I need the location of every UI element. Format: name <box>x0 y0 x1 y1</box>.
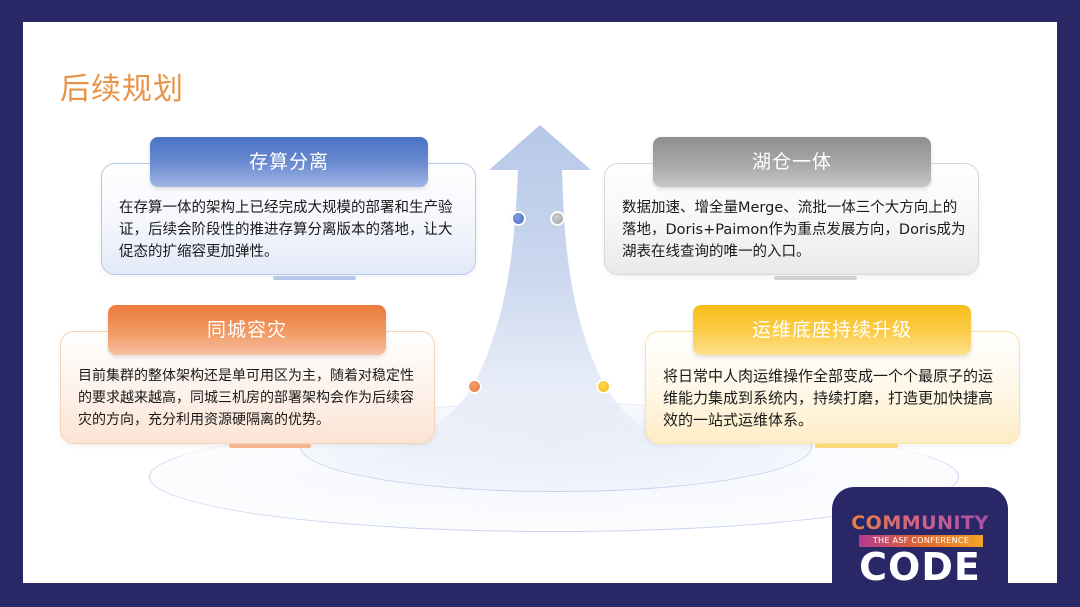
marker-dot-blue <box>511 211 526 226</box>
card-bottom-tab <box>774 276 857 280</box>
card-title: 存算分离 <box>248 151 329 173</box>
card-description: 目前集群的整体架构还是单可用区为主，随着对稳定性的要求越来越高，同城三机房的部署… <box>78 368 414 428</box>
card-title: 湖仓一体 <box>751 151 832 173</box>
card-title-bar: 同城容灾 <box>108 305 386 355</box>
card-description: 将日常中人肉运维操作全部变成一个个最原子的运维能力集成到系统内，持续打磨，打造更… <box>663 367 994 429</box>
marker-dot-gray <box>550 211 565 226</box>
growth-arrow-icon <box>353 125 723 467</box>
card-title-bar: 运维底座持续升级 <box>693 305 971 355</box>
card-description: 在存算一体的架构上已经完成大规模的部署和生产验证，后续会阶段性的推进存算分离版本… <box>119 200 453 260</box>
community-over-code-logo: COMMUNITY THE ASF CONFERENCE CODE <box>832 487 1008 607</box>
logo-code-text: CODE <box>859 545 981 589</box>
logo-community-text: COMMUNITY <box>832 512 1008 534</box>
card-title: 同城容灾 <box>206 319 287 341</box>
card-bottom-tab <box>815 444 898 448</box>
card-bottom-tab <box>273 276 356 280</box>
marker-dot-orange <box>467 379 482 394</box>
page-title: 后续规划 <box>60 72 184 107</box>
marker-dot-yellow <box>596 379 611 394</box>
card-bottom-tab <box>229 444 311 448</box>
slide-canvas: 后续规划 存算分离 在存算一体的架构上已经完成大规模的部署和生产验证，后续会阶段… <box>23 22 1057 583</box>
card-title-bar: 存算分离 <box>150 137 428 187</box>
card-description: 数据加速、增全量Merge、流批一体三个大方向上的落地，Doris+Paimon… <box>622 200 966 260</box>
card-title: 运维底座持续升级 <box>751 319 912 341</box>
card-title-bar: 湖仓一体 <box>653 137 931 187</box>
logo-subtitle-band: THE ASF CONFERENCE <box>859 535 983 547</box>
